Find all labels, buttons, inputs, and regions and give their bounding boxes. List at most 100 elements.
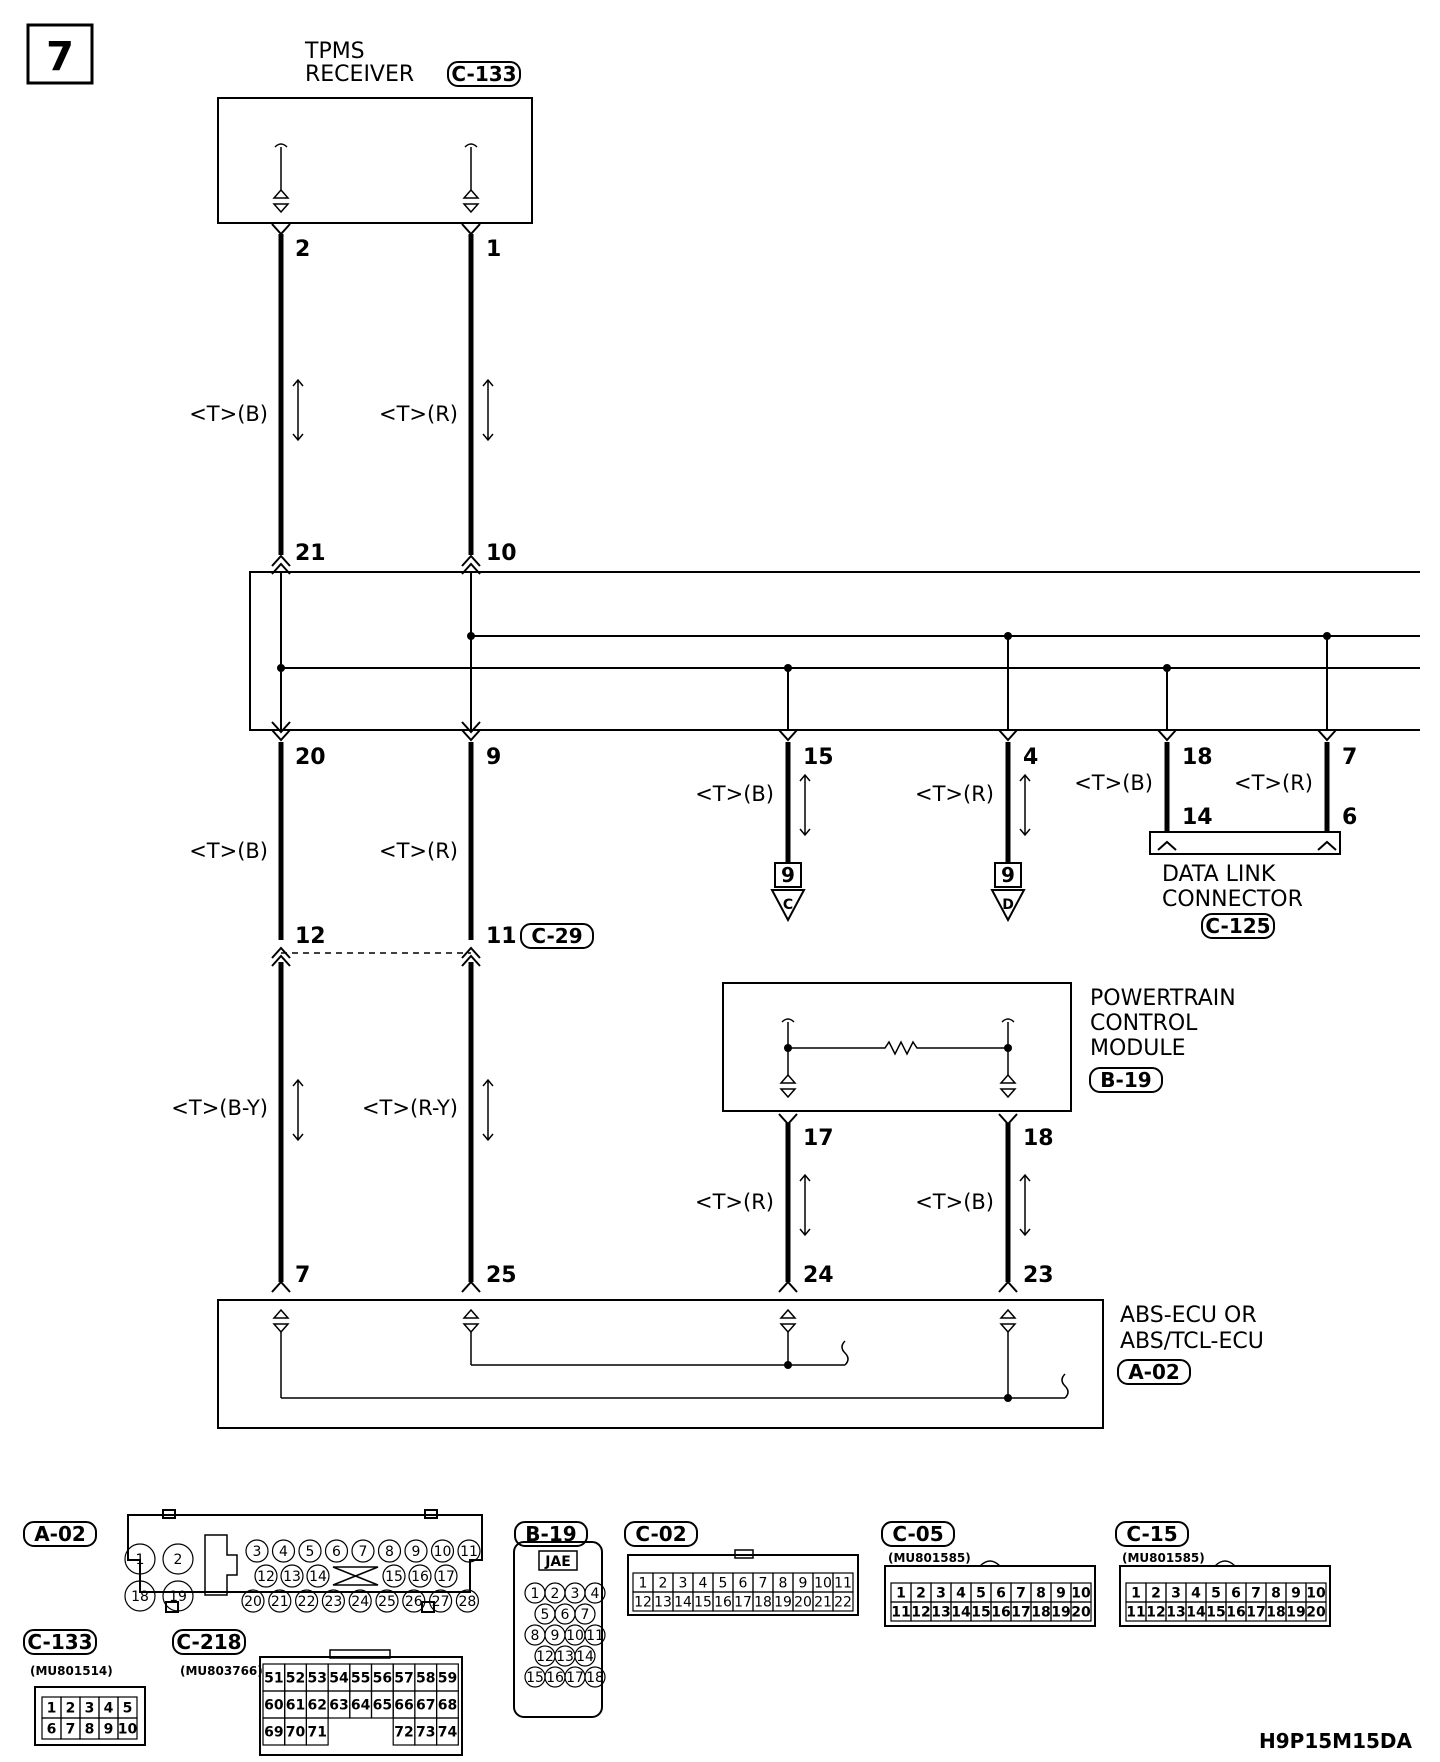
a02-view-label: A-02	[34, 1522, 86, 1546]
a02-cavity	[455, 1589, 479, 1613]
b19-cavity	[584, 1624, 606, 1646]
b19-cavity-number: 14	[576, 1649, 594, 1665]
a02-cavity-number: 25	[378, 1594, 396, 1610]
pin-14: 14	[1182, 805, 1213, 830]
tpms-label-line1: TPMS	[304, 39, 365, 64]
a02-cavity	[457, 1539, 481, 1563]
a02-cavity-number: 26	[405, 1594, 423, 1610]
offpage-c-number-box	[774, 862, 802, 888]
b19-cavity	[574, 1645, 596, 1667]
main-wires	[278, 234, 1330, 1282]
a02-cavity-number: 21	[271, 1594, 289, 1610]
c15-cavity-number: 19	[1286, 1605, 1305, 1621]
b19-cavity-number: 10	[566, 1628, 584, 1644]
a02-cavity-number: 19	[169, 1589, 187, 1605]
b19-cavity-number: 4	[591, 1586, 600, 1602]
a02-cavity	[268, 1589, 292, 1613]
a02-cavity-number: 13	[283, 1569, 301, 1585]
a02-cavity-number: 15	[385, 1569, 403, 1585]
connector-tags	[23, 61, 1275, 1655]
c218-cavity-number: 55	[351, 1671, 370, 1687]
b19-cavity	[584, 1582, 606, 1604]
c133-cavity	[117, 1717, 138, 1740]
pin-10: 10	[486, 541, 517, 566]
pcm-label-line3: MODULE	[1090, 1036, 1186, 1061]
component-splice-dots	[784, 1044, 1012, 1402]
c05-cavity-number: 10	[1071, 1586, 1091, 1602]
wire-label-7: <T>(B)	[1074, 771, 1153, 795]
c15-cavity-number: 9	[1291, 1586, 1301, 1602]
tpms-receiver-box	[217, 97, 533, 224]
c05-cavity-number: 4	[956, 1586, 966, 1602]
c02-cavity-number: 1	[639, 1576, 648, 1592]
b19-cavity-number: 2	[551, 1586, 560, 1602]
c15-part: (MU801585)	[1122, 1551, 1205, 1565]
b19-cavity-number: 18	[586, 1670, 604, 1686]
abs-connector-code: A-02	[1128, 1360, 1180, 1384]
c15-cavity-number: 15	[1206, 1605, 1225, 1621]
b19-cavity	[574, 1603, 596, 1625]
a02-cavity	[351, 1539, 375, 1563]
a02-cavity-number: 6	[332, 1544, 341, 1560]
pin-7-dlc: 7	[1342, 745, 1357, 770]
c133-view-label: C-133	[27, 1630, 92, 1654]
c02-cavity-number: 11	[834, 1576, 852, 1592]
a02-cavity-number: 22	[298, 1594, 316, 1610]
c02-cavity-number: 6	[739, 1576, 748, 1592]
tpms-connector-code: C-133	[451, 62, 516, 86]
page-number: 7	[46, 34, 74, 80]
b19-cavity	[584, 1666, 606, 1688]
dlc-label-line1: DATA LINK	[1162, 862, 1276, 887]
c05-cavity-number: 20	[1071, 1605, 1091, 1621]
c218-cavity-number: 57	[394, 1671, 413, 1687]
offpage-d-number: 9	[1001, 863, 1015, 887]
c02-cavity-number: 14	[674, 1595, 692, 1611]
c15-cavity-number: 4	[1191, 1586, 1201, 1602]
pin-4: 4	[1023, 745, 1038, 770]
c02-cavity-number: 15	[694, 1595, 712, 1611]
a02-cavity-number: 12	[257, 1569, 275, 1585]
c218-cavity-number: 52	[286, 1671, 305, 1687]
c05-cavity-number: 6	[996, 1586, 1006, 1602]
a02-cavity	[434, 1564, 458, 1588]
a02-cavity	[324, 1539, 349, 1563]
a02-cavity-number: 5	[306, 1544, 315, 1560]
abs-label-line2: ABS/TCL-ECU	[1120, 1329, 1264, 1354]
page-number-box	[26, 23, 94, 85]
wire-label-10: <T>(R-Y)	[362, 1096, 458, 1120]
c05-cavity-number: 3	[936, 1586, 946, 1602]
c05-view-label: C-05	[892, 1522, 943, 1546]
a02-cavity-number: 8	[385, 1544, 394, 1560]
c05-cavity-number: 9	[1056, 1586, 1066, 1602]
a02-cavity-number: 17	[437, 1569, 455, 1585]
c15-cavity-number: 2	[1151, 1586, 1161, 1602]
c02-cavity-number: 5	[719, 1576, 728, 1592]
c05-cavity-number: 2	[916, 1586, 926, 1602]
pin-2: 2	[295, 237, 310, 262]
offpage-d-number-box	[994, 862, 1022, 888]
bidirectional-arrows	[292, 378, 1031, 1237]
c02-cavity-number: 18	[754, 1595, 772, 1611]
c218-cavity-number: 66	[394, 1698, 413, 1714]
a02-large-cavity	[162, 1580, 194, 1612]
c02-cavity-number: 17	[734, 1595, 752, 1611]
pin-6: 6	[1342, 805, 1357, 830]
pin-7-abs: 7	[295, 1263, 310, 1288]
a02-large-cavity	[162, 1543, 194, 1575]
junction-connector-code: C-29	[531, 924, 582, 948]
c02-cavity-number: 13	[654, 1595, 672, 1611]
b19-view-label: B-19	[525, 1522, 576, 1546]
c15-cavity-number: 20	[1306, 1605, 1326, 1621]
b19-cavity-number: 16	[546, 1670, 564, 1686]
c218-cavity-number: 65	[373, 1698, 392, 1714]
a02-cavity	[408, 1564, 432, 1588]
c05-cavity-number: 7	[1016, 1586, 1026, 1602]
c218-cavity-number: 68	[438, 1698, 457, 1714]
pin-18-pcm: 18	[1023, 1126, 1054, 1151]
wire-label-11: <T>(R)	[695, 1190, 774, 1214]
a02-cavity	[429, 1589, 453, 1613]
a02-cavity-number: 24	[351, 1594, 369, 1610]
c02-cavity-number: 8	[779, 1576, 788, 1592]
